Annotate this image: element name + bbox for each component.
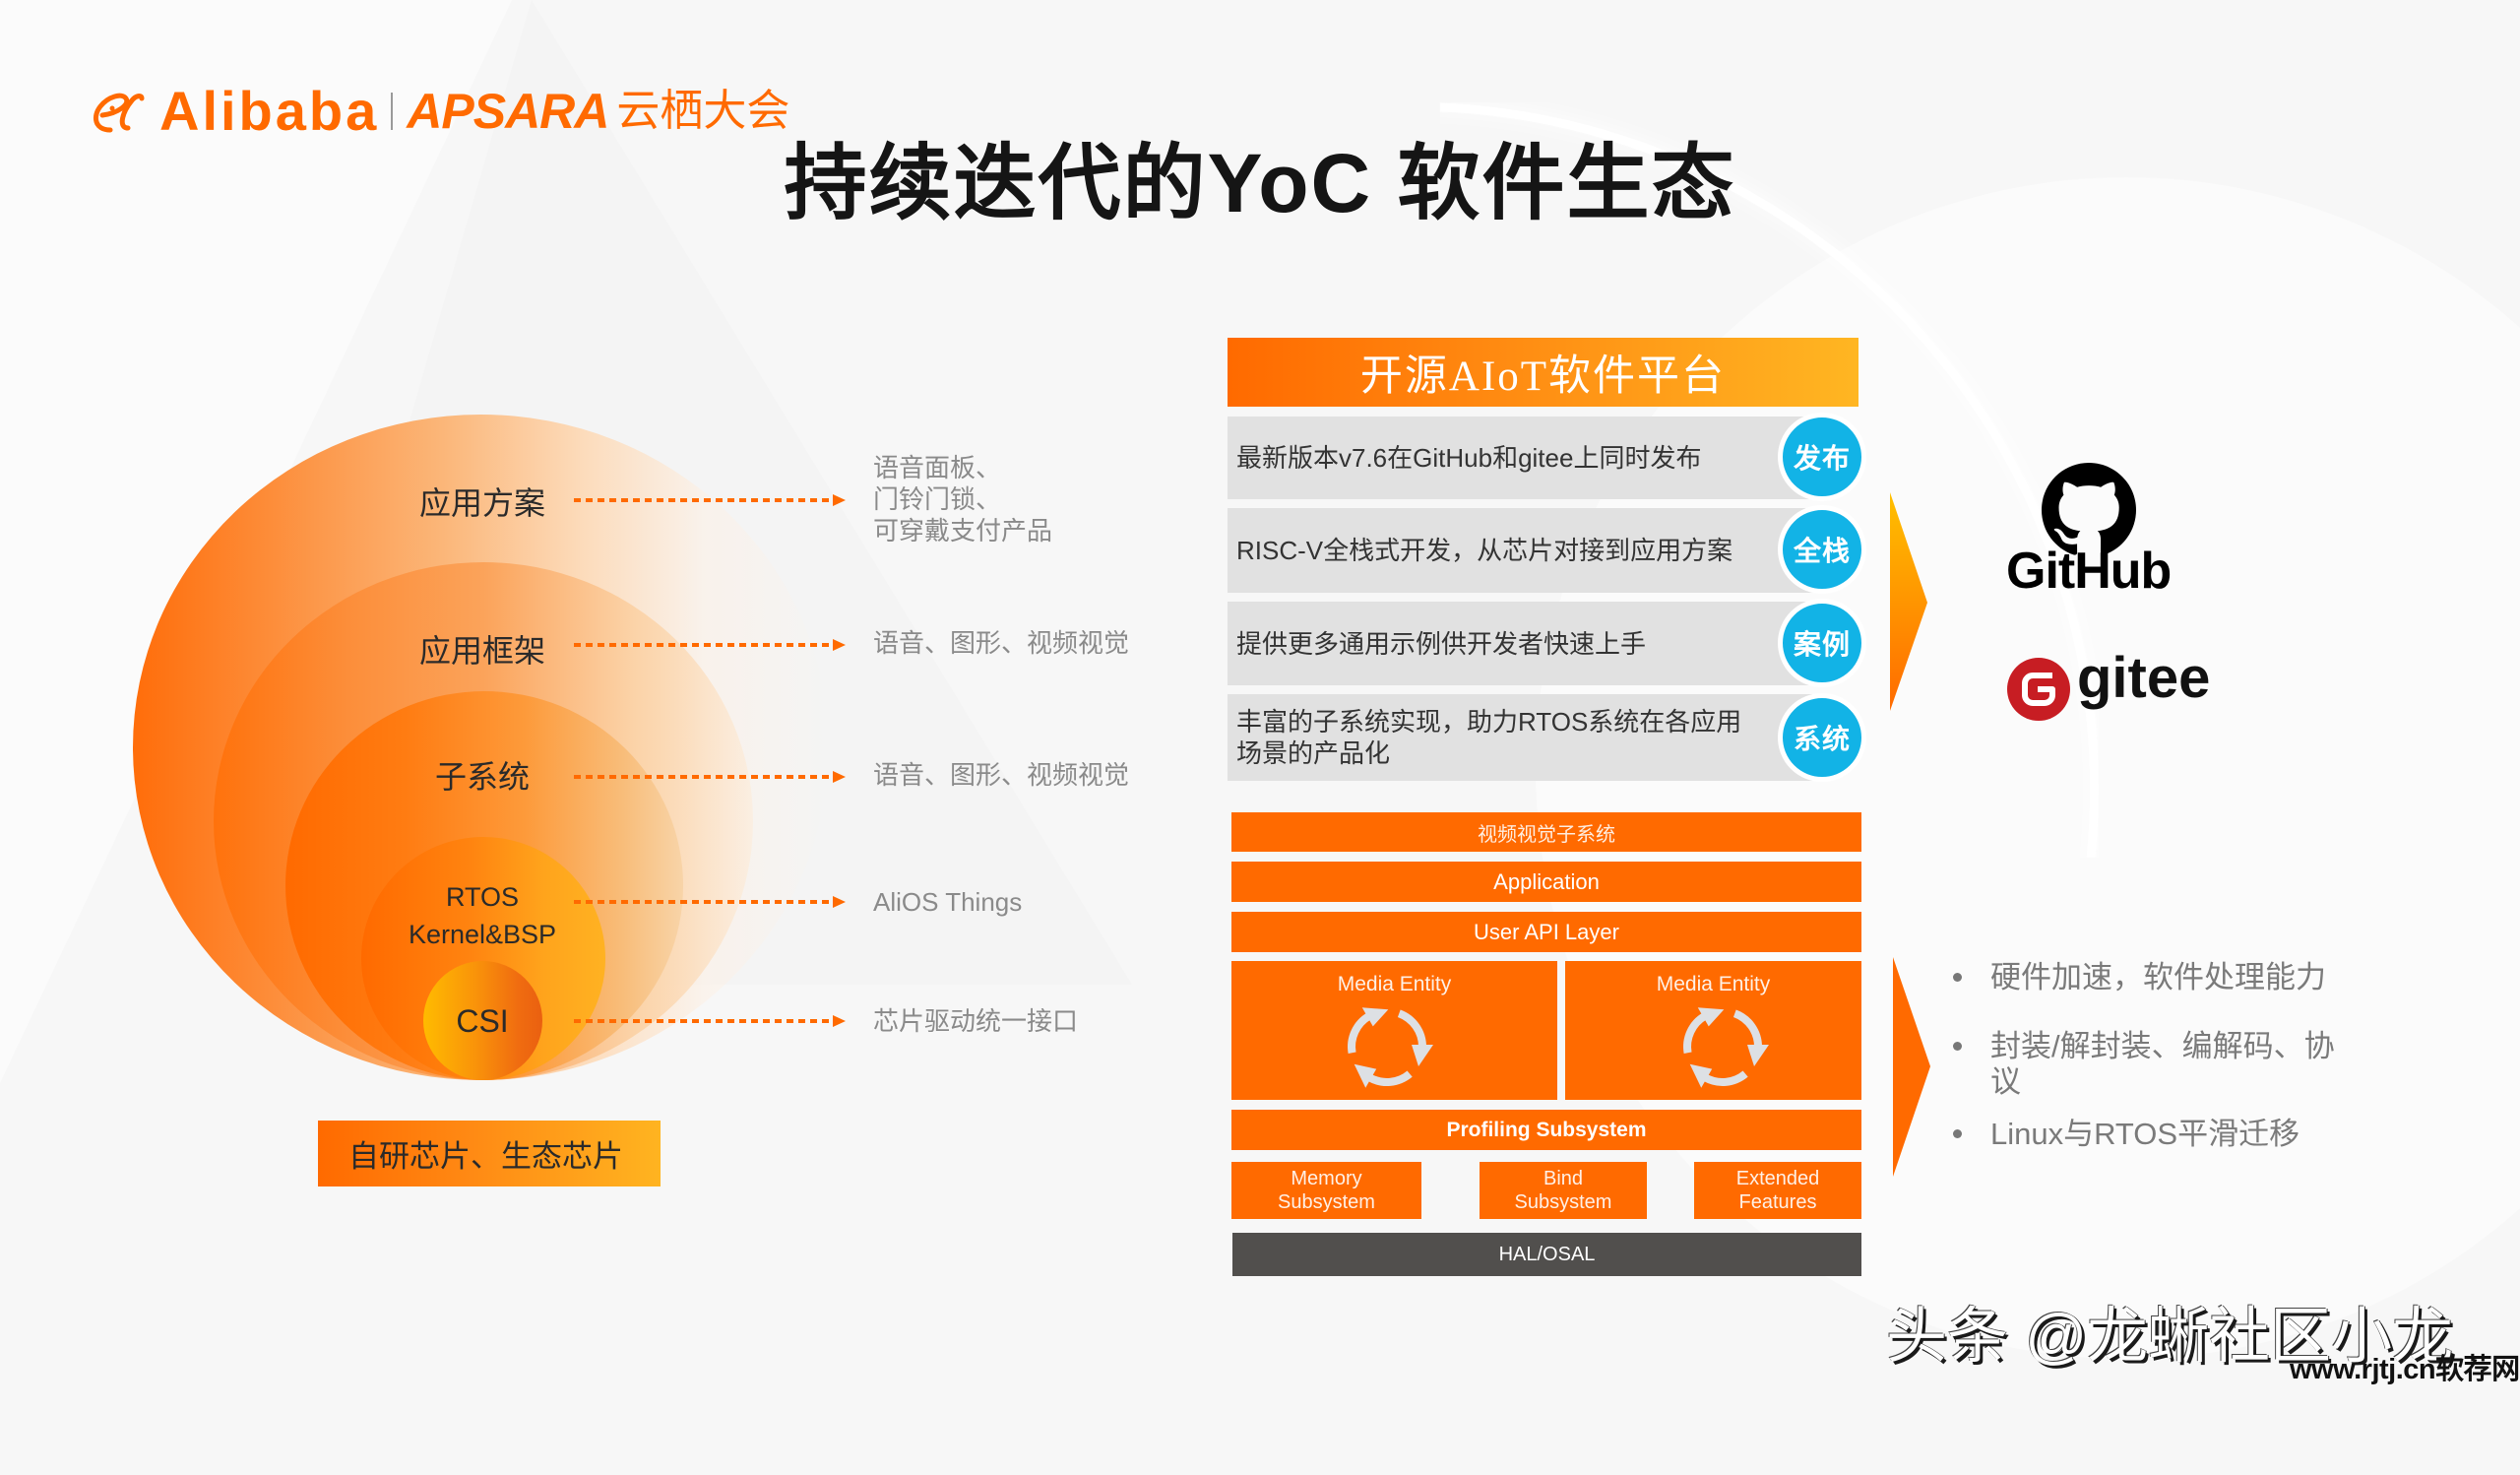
dotted-line [574, 1019, 832, 1023]
gitee-wordmark: gitee [2077, 646, 2211, 710]
gitee-icon [2007, 658, 2070, 721]
platform-row-text-line: 丰富的子系统实现，助力RTOS系统在各应用 [1236, 707, 1742, 737]
subsystem-line: Subsystem [1514, 1191, 1612, 1213]
badge-examples: 案例 [1778, 599, 1866, 687]
dotted-arrow-app-solution [574, 494, 846, 506]
badge-fullstack: 全栈 [1778, 505, 1866, 594]
dotted-arrow-app-framework [574, 639, 846, 651]
media-entity-label: Media Entity [1656, 973, 1771, 995]
dotted-line [574, 498, 832, 502]
arch-media-entity-right: Media Entity [1565, 961, 1861, 1100]
description-line: AliOS Things [873, 887, 1023, 917]
badge-systems: 系统 [1778, 693, 1866, 782]
github-icon [2042, 463, 2136, 555]
arch-video-subsystem: 视频视觉子系统 [1231, 812, 1861, 852]
layer-label-app-framework: 应用框架 [418, 633, 545, 669]
feature-text: 硬件加速，软件处理能力 [1990, 960, 2326, 994]
layer-description-rtos: AliOS Things [873, 886, 1022, 918]
bullet-icon [1953, 1042, 1962, 1051]
arrowhead-icon [833, 639, 846, 651]
bullet-icon [1953, 973, 1962, 982]
description-line: 可穿戴支付产品 [873, 516, 1053, 545]
platform-header: 开源AIoT软件平台 [1228, 338, 1858, 407]
arch-profiling-subsystem: Profiling Subsystem [1231, 1110, 1861, 1150]
arrowhead-icon [833, 771, 846, 783]
arrowhead-icon [833, 1015, 846, 1027]
arrowhead-icon [833, 896, 846, 908]
arch-extended-features: Extended Features [1694, 1162, 1861, 1219]
subsystem-line: Bind [1543, 1168, 1584, 1189]
brand-alibaba: Alibaba [159, 80, 380, 142]
brand-event: 云栖大会 [616, 87, 790, 135]
platform-row-text-line: 场景的产品化 [1236, 738, 1391, 768]
github-wordmark: GitHub [2006, 543, 2172, 600]
media-entity-label: Media Entity [1337, 973, 1452, 995]
dotted-line [574, 900, 832, 904]
platform-row-fullstack: RISC-V全栈式开发，从芯片对接到应用方案 [1228, 508, 1826, 593]
description-line: 语音面板、 [873, 453, 1002, 482]
chips-box: 自研芯片、生态芯片 [318, 1121, 661, 1186]
description-line: 门铃门锁、 [873, 484, 1002, 514]
description-line: 语音、图形、视频视觉 [873, 760, 1130, 790]
feature-text: Linux与RTOS平滑迁移 [1990, 1117, 2300, 1151]
badge-release: 发布 [1778, 413, 1866, 501]
layer-label-csi: CSI [456, 1003, 509, 1039]
alibaba-logo-icon [93, 93, 145, 133]
subsystem-line: Features [1738, 1191, 1817, 1213]
layer-label-subsystem: 子系统 [434, 759, 530, 795]
arch-memory-subsystem: Memory Subsystem [1231, 1162, 1421, 1219]
layer-label-rtos-line2: Kernel&BSP [408, 920, 557, 949]
layer-label-rtos: RTOS Kernel&BSP [364, 878, 600, 953]
layer-circle-csi [423, 961, 542, 1080]
page-title: 持续迭代的YoC 软件生态 [784, 137, 1736, 229]
subsystem-line: Extended [1735, 1168, 1820, 1189]
dotted-arrow-csi [574, 1015, 846, 1027]
feature-text-line: 议 [1990, 1064, 2021, 1099]
brand-separator [391, 93, 394, 130]
description-line: 芯片驱动统一接口 [873, 1006, 1079, 1036]
layer-description-app-solution: 语音面板、 门铃门锁、 可穿戴支付产品 [873, 452, 1052, 546]
layer-label-rtos-line1: RTOS [445, 882, 520, 912]
arch-user-api-layer: User API Layer [1231, 912, 1861, 952]
platform-row-text: 丰富的子系统实现，助力RTOS系统在各应用 场景的产品化 [1236, 706, 1741, 769]
watermark-site: www.rjtj.cn软荐网 [2290, 1354, 2520, 1385]
chevron-right-icon [1890, 492, 1927, 711]
platform-row-systems: 丰富的子系统实现，助力RTOS系统在各应用 场景的产品化 [1228, 694, 1826, 781]
platform-row-text: 最新版本v7.6在GitHub和gitee上同时发布 [1236, 443, 1702, 473]
watermark-author: 头条 @龙蜥社区小龙 [1886, 1303, 2454, 1371]
platform-row-release: 最新版本v7.6在GitHub和gitee上同时发布 [1228, 417, 1826, 499]
brand-apsara: APSARA [407, 84, 609, 139]
bullet-icon [1953, 1129, 1962, 1138]
arch-media-entity-left: Media Entity [1231, 961, 1557, 1100]
description-line: 语音、图形、视频视觉 [873, 628, 1130, 658]
feature-text-line: 封装/解封装、编解码、协 [1990, 1029, 2335, 1063]
subsystem-line: Memory [1291, 1168, 1362, 1189]
arch-hal-osal: HAL/OSAL [1232, 1233, 1861, 1276]
cycle-arrows-icon [1348, 1007, 1433, 1088]
chevron-right-icon [1893, 957, 1930, 1177]
dotted-line [574, 643, 832, 647]
cycle-arrows-icon [1683, 1007, 1769, 1088]
layer-label-app-solution: 应用方案 [418, 485, 545, 521]
arch-application: Application [1231, 862, 1861, 902]
platform-row-examples: 提供更多通用示例供开发者快速上手 [1228, 602, 1826, 685]
platform-row-text: RISC-V全栈式开发，从芯片对接到应用方案 [1236, 536, 1733, 565]
subsystem-line: Subsystem [1278, 1191, 1375, 1213]
platform-row-text: 提供更多通用示例供开发者快速上手 [1236, 628, 1647, 659]
dotted-arrow-subsystem [574, 771, 846, 783]
arch-bind-subsystem: Bind Subsystem [1480, 1162, 1647, 1219]
layer-description-subsystem: 语音、图形、视频视觉 [873, 759, 1129, 791]
arrowhead-icon [833, 494, 846, 506]
layer-description-app-framework: 语音、图形、视频视觉 [873, 627, 1129, 659]
layer-description-csi: 芯片驱动统一接口 [873, 1005, 1078, 1037]
brand-logo: Alibaba APSARA 云栖大会 [89, 80, 790, 142]
dotted-line [574, 775, 832, 779]
dotted-arrow-rtos [574, 896, 846, 908]
feature-text: 封装/解封装、编解码、协 议 [1990, 1029, 2335, 1100]
